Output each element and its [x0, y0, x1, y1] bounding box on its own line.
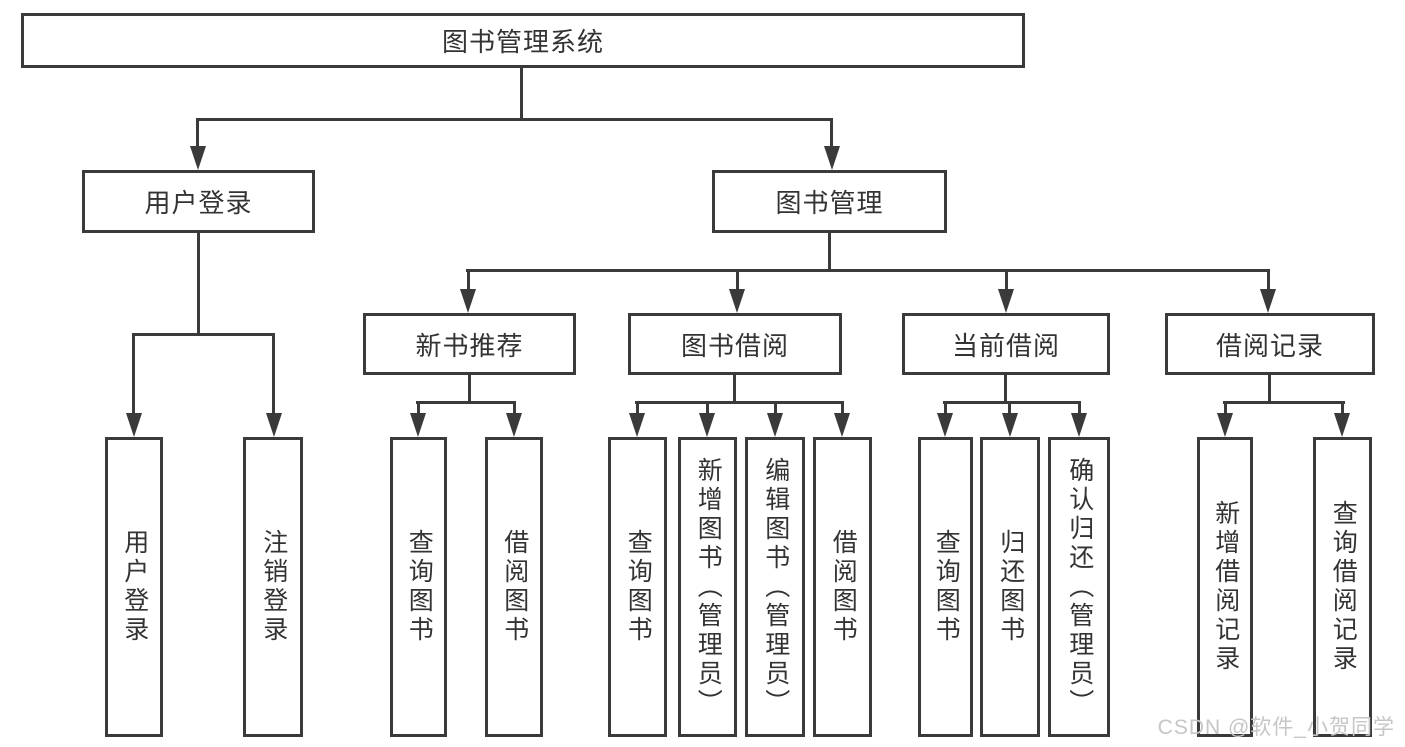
connector-line: [733, 375, 736, 404]
node-leaf-user-login: 用户登录: [105, 437, 163, 737]
node-book-borrow-label: 图书借阅: [680, 330, 789, 361]
node-book-management-label: 图书管理: [775, 188, 884, 218]
connector-line: [943, 401, 1081, 404]
node-leaf-confirm-return-admin: 确认归还（管理员）: [1048, 437, 1110, 737]
arrow-down-icon: [1217, 413, 1233, 437]
arrow-down-icon: [506, 413, 522, 437]
node-leaf-return-books-label: 归还图书: [996, 529, 1025, 645]
node-book-management: 图书管理: [712, 170, 947, 233]
node-library-management-system-label: 图书管理系统: [441, 27, 604, 57]
node-leaf-borrow-query-books: 查询图书: [608, 437, 667, 737]
node-leaf-add-book-admin: 新增图书（管理员）: [678, 437, 737, 737]
connector-line: [1341, 401, 1344, 415]
arrow-down-icon: [460, 289, 476, 313]
node-leaf-newbook-query-books: 查询图书: [390, 437, 447, 737]
node-leaf-query-borrow-record-label: 查询借阅记录: [1329, 500, 1358, 674]
connector-line: [636, 401, 639, 415]
node-leaf-edit-book-admin-label: 编辑图书（管理员）: [761, 456, 790, 718]
connector-line: [417, 401, 420, 415]
node-user-login: 用户登录: [82, 170, 315, 233]
node-leaf-current-query-books-label: 查询图书: [932, 529, 961, 645]
arrow-down-icon: [729, 289, 745, 313]
node-leaf-newbook-query-books-label: 查询图书: [405, 529, 434, 645]
node-leaf-add-borrow-record: 新增借阅记录: [1197, 437, 1253, 737]
connector-line: [736, 269, 739, 291]
connector-line: [513, 401, 516, 415]
node-leaf-query-borrow-record: 查询借阅记录: [1313, 437, 1372, 737]
connector-line: [828, 233, 831, 272]
connector-line: [830, 118, 833, 148]
arrow-down-icon: [1002, 413, 1018, 437]
connector-line: [706, 401, 709, 415]
node-leaf-borrow-borrow-books: 借阅图书: [813, 437, 872, 737]
connector-line: [1078, 401, 1081, 415]
arrow-down-icon: [126, 413, 142, 437]
connector-line: [1005, 269, 1008, 291]
node-book-borrow: 图书借阅: [628, 313, 842, 375]
node-leaf-newbook-borrow-books: 借阅图书: [485, 437, 543, 737]
node-new-book-recommend: 新书推荐: [363, 313, 576, 375]
node-leaf-return-books: 归还图书: [980, 437, 1040, 737]
node-leaf-logout-label: 注销登录: [259, 529, 288, 645]
node-current-borrow-label: 当前借阅: [951, 330, 1060, 361]
arrow-down-icon: [410, 413, 426, 437]
node-leaf-logout: 注销登录: [243, 437, 303, 737]
arrow-down-icon: [190, 146, 206, 170]
arrow-down-icon: [834, 413, 850, 437]
node-current-borrow: 当前借阅: [902, 313, 1110, 375]
connector-line: [1008, 401, 1011, 415]
arrow-down-icon: [629, 413, 645, 437]
connector-line: [196, 118, 833, 121]
node-leaf-user-login-label: 用户登录: [120, 529, 149, 645]
connector-line: [196, 118, 199, 148]
connector-line: [1268, 375, 1271, 404]
arrow-down-icon: [767, 413, 783, 437]
node-leaf-current-query-books: 查询图书: [918, 437, 973, 737]
connector-line: [468, 375, 471, 404]
connector-line: [944, 401, 947, 415]
node-leaf-borrow-query-books-label: 查询图书: [624, 529, 653, 645]
connector-line: [466, 269, 1270, 272]
connector-line: [467, 269, 470, 291]
arrow-down-icon: [1334, 413, 1350, 437]
arrow-down-icon: [937, 413, 953, 437]
node-user-login-label: 用户登录: [144, 188, 253, 218]
node-leaf-edit-book-admin: 编辑图书（管理员）: [745, 437, 805, 737]
connector-line: [1223, 401, 1345, 404]
connector-line: [272, 333, 275, 413]
connector-line: [1004, 375, 1007, 404]
arrow-down-icon: [699, 413, 715, 437]
node-leaf-confirm-return-admin-label: 确认归还（管理员）: [1065, 456, 1094, 718]
node-library-management-system: 图书管理系统: [21, 13, 1025, 68]
watermark: CSDN @软件_小贺同学: [1157, 716, 1395, 739]
node-borrow-record: 借阅记录: [1165, 313, 1375, 375]
connector-line: [132, 333, 275, 336]
connector-line: [774, 401, 777, 415]
connector-line: [520, 68, 523, 120]
node-new-book-recommend-label: 新书推荐: [415, 330, 524, 361]
arrow-down-icon: [998, 289, 1014, 313]
node-borrow-record-label: 借阅记录: [1215, 330, 1324, 361]
connector-line: [197, 233, 200, 336]
connector-line: [1224, 401, 1227, 415]
connector-line: [635, 401, 844, 404]
node-leaf-add-borrow-record-label: 新增借阅记录: [1211, 500, 1240, 674]
arrow-down-icon: [1071, 413, 1087, 437]
arrow-down-icon: [1260, 289, 1276, 313]
connector-line: [416, 401, 516, 404]
connector-line: [841, 401, 844, 415]
arrow-down-icon: [824, 146, 840, 170]
node-leaf-newbook-borrow-books-label: 借阅图书: [500, 529, 529, 645]
connector-line: [132, 333, 135, 413]
arrow-down-icon: [266, 413, 282, 437]
connector-line: [1267, 269, 1270, 291]
node-leaf-add-book-admin-label: 新增图书（管理员）: [694, 456, 723, 718]
node-leaf-borrow-borrow-books-label: 借阅图书: [829, 529, 858, 645]
